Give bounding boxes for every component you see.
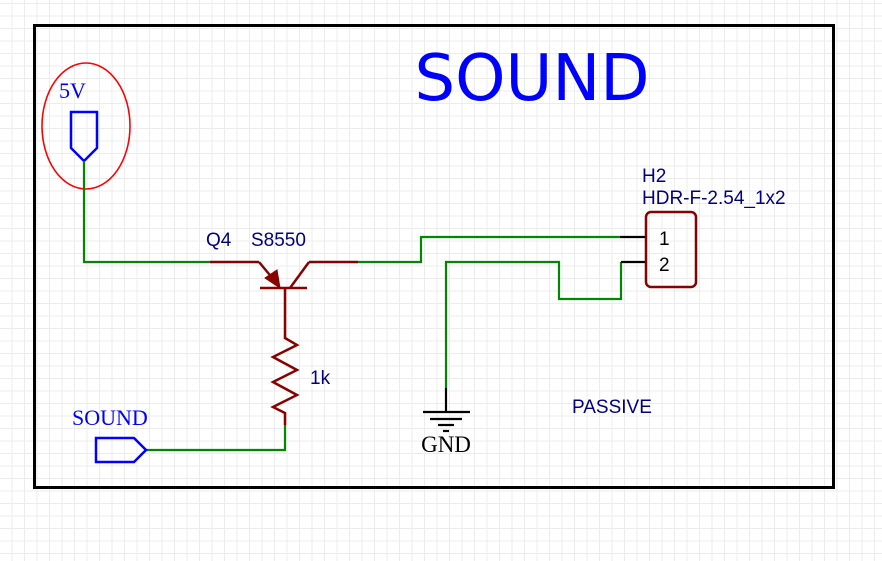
sheet-frame: [33, 24, 835, 489]
wire-5v-to-emitter[interactable]: [82, 161, 210, 264]
resistor-value: 1k: [310, 368, 331, 389]
passive-annotation: PASSIVE: [572, 397, 652, 418]
header-designator: H2: [642, 166, 666, 187]
wire-collector-to-pin1[interactable]: [358, 235, 620, 264]
header-value: HDR-F-2.54_1x2: [642, 188, 786, 209]
wire-resistor-to-sound[interactable]: [146, 425, 287, 452]
pnp-transistor-icon[interactable]: [210, 260, 358, 336]
transistor-value: S8550: [251, 230, 306, 251]
vcc-label: 5V: [59, 78, 86, 103]
wire-gnd-to-pin2[interactable]: [444, 260, 623, 388]
sound-net-label: SOUND: [72, 405, 148, 430]
resistor-icon[interactable]: [270, 336, 300, 425]
header-pin-2-number: 2: [659, 255, 670, 276]
header-connector-icon[interactable]: [620, 210, 698, 289]
sheet-title: SOUND: [415, 42, 650, 116]
power-flag-icon[interactable]: [69, 110, 99, 163]
gnd-label: GND: [421, 432, 471, 457]
transistor-designator: Q4: [206, 230, 232, 251]
header-pin-1-number: 1: [659, 229, 670, 250]
net-port-arrow-icon[interactable]: [94, 436, 148, 464]
ground-icon[interactable]: [423, 388, 470, 433]
highlight-circle: [41, 62, 131, 190]
